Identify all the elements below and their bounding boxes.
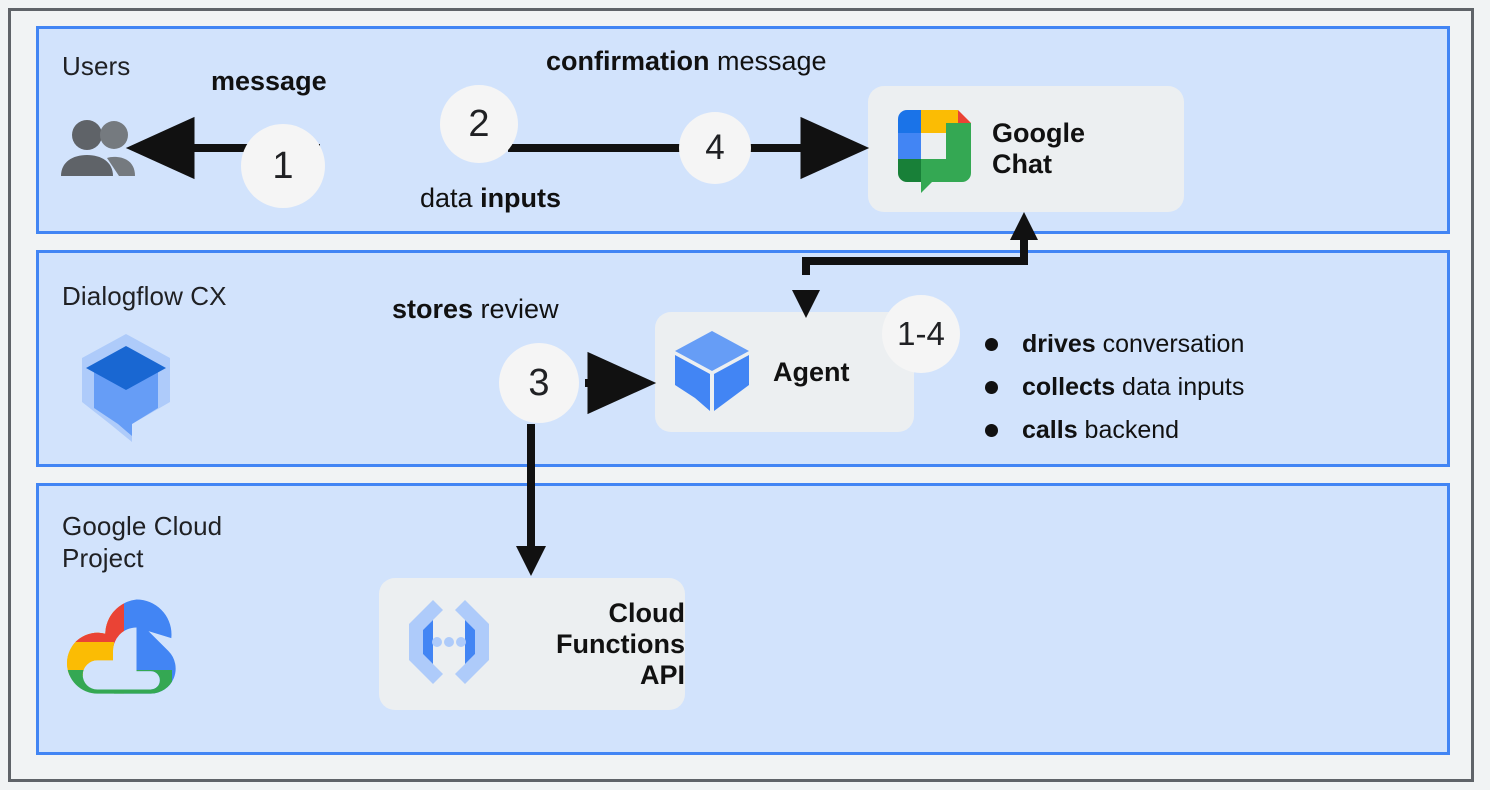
step-circle-1: 1 xyxy=(241,124,325,208)
edge-label-message: message xyxy=(211,66,327,96)
agent-note-1: collects data inputs xyxy=(1022,373,1245,401)
lane-google-cloud-project-title: Google Cloud Project xyxy=(62,511,223,573)
step-circle-4: 4 xyxy=(679,112,751,184)
node-cloud-functions-label: Cloud Functions API xyxy=(556,597,685,690)
agent-note-0: drives conversation xyxy=(1022,330,1245,358)
people-icon xyxy=(57,118,137,180)
node-agent[interactable]: Agent xyxy=(655,312,914,432)
bullet-icon xyxy=(985,424,998,437)
node-google-chat-label: Google Chat xyxy=(992,118,1085,179)
node-agent-label: Agent xyxy=(773,356,850,387)
node-cloud-functions-api[interactable]: Cloud Functions API xyxy=(379,578,685,710)
edge-label-stores-review: stores review xyxy=(392,294,559,324)
google-cloud-icon xyxy=(66,594,182,698)
agent-capability-list: drives conversation collects data inputs… xyxy=(985,330,1244,445)
step-circle-1-4: 1-4 xyxy=(882,295,960,373)
lane-users-title: Users xyxy=(62,51,131,81)
edge-label-data-inputs: data inputs xyxy=(420,183,562,213)
step-circle-2: 2 xyxy=(440,85,518,163)
lane-dialogflow-cx-title: Dialogflow CX xyxy=(62,281,227,311)
google-chat-icon xyxy=(882,99,978,200)
bullet-icon xyxy=(985,338,998,351)
dialogflow-cx-icon xyxy=(74,332,178,444)
list-item: collects data inputs xyxy=(985,373,1244,402)
step-circle-3: 3 xyxy=(499,343,579,423)
cloud-functions-icon xyxy=(399,594,499,695)
lane-google-cloud-project xyxy=(36,483,1450,755)
edge-label-confirmation-message: confirmation message xyxy=(546,46,827,76)
list-item: drives conversation xyxy=(985,330,1244,359)
bullet-icon xyxy=(985,381,998,394)
list-item: calls backend xyxy=(985,416,1244,445)
node-google-chat[interactable]: Google Chat xyxy=(868,86,1184,212)
agent-note-2: calls backend xyxy=(1022,416,1180,444)
dialogflow-agent-cube-icon xyxy=(669,325,755,420)
